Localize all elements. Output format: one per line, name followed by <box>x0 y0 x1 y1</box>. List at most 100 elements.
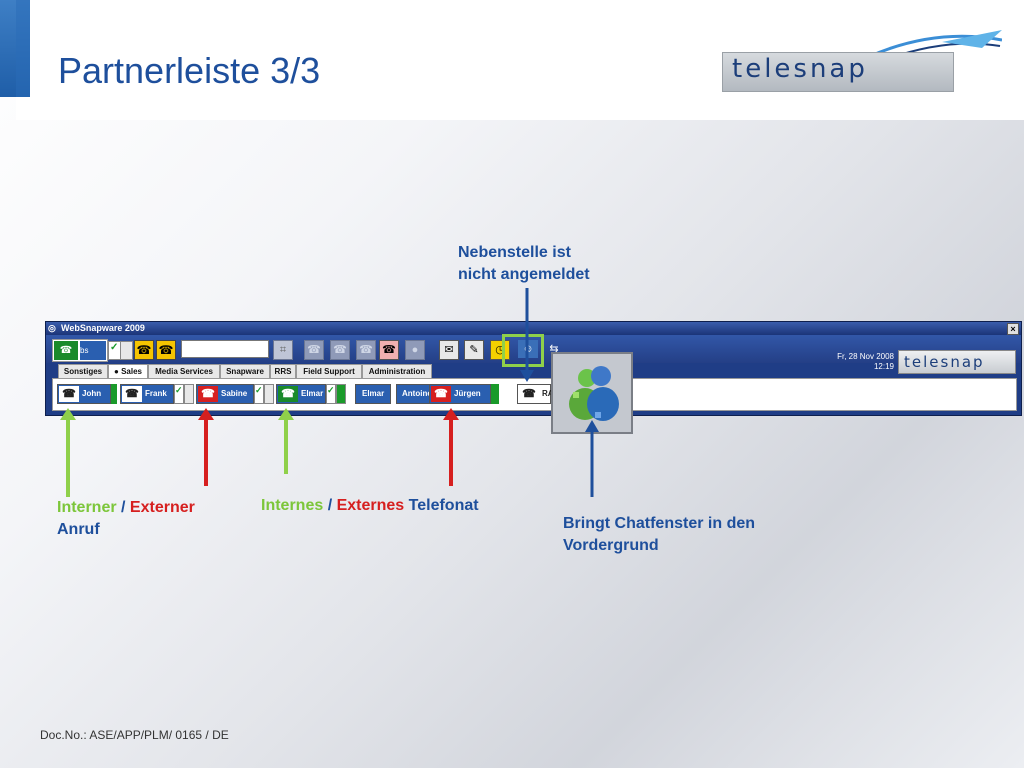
check-icon: ✓ <box>175 385 183 395</box>
partner-button-sabine[interactable]: ☎ Sabine <box>196 384 254 404</box>
status-check: ✓ <box>174 384 184 404</box>
partner-name: Elmar <box>362 389 385 398</box>
footer-docno: Doc.No.: ASE/APP/PLM/ 0165 / DE <box>40 728 229 742</box>
date-label: Fr, 28 Nov 2008 <box>837 352 894 361</box>
arrow-external-call <box>198 408 214 486</box>
extension-label: bs <box>80 341 106 360</box>
date-time: Fr, 28 Nov 2008 12:19 <box>824 352 894 372</box>
logo-text: telesnap <box>732 54 868 84</box>
annotation-line: nicht angemeldet <box>458 266 590 283</box>
telesnap-logo: telesnap <box>722 30 1004 96</box>
tab-media-services[interactable]: Media Services <box>148 364 220 378</box>
chat-icon-enlarged[interactable] <box>551 352 633 434</box>
network-icon[interactable]: ⇆ <box>549 343 559 355</box>
partner-name: Antoine <box>402 389 432 398</box>
clock-icon[interactable]: ◷ <box>490 340 510 360</box>
label-phone: Telefonat <box>404 497 479 514</box>
time-label: 12:19 <box>873 362 894 371</box>
dial-input[interactable] <box>181 340 269 358</box>
toolbar: ☎ bs ✓ ☎ ☎ ⌗ ☎ ☎ ☎ ☎ ● ✉ ✎ ◷ ☺ ⇆ Fr, 28 … <box>46 335 1021 374</box>
annotation-chat: Bringt Chatfenster in den Vordergrund <box>563 513 755 557</box>
external-call-icon: ☎ <box>431 386 451 402</box>
arrow-internal-call <box>60 408 76 497</box>
partner-button-frank[interactable]: ☎ Frank <box>120 384 174 404</box>
annotation-phone-type: Internes / Externes Telefonat <box>261 495 479 517</box>
partner-panel: ☎ John ☎ Frank ✓ ☎ Sabine ✓ ☎ Elmar ✓ El… <box>52 378 1017 411</box>
label-external: Externes <box>336 497 405 514</box>
arrow-internal-phone <box>278 408 294 474</box>
window-logo-text: telesnap <box>904 353 985 371</box>
status-strip <box>491 384 499 404</box>
forward-call-button[interactable]: ☎ <box>156 340 176 360</box>
notes-icon[interactable]: ✎ <box>464 340 484 360</box>
dialpad-icon[interactable]: ⌗ <box>273 340 293 360</box>
partner-name: Sabine <box>221 389 248 398</box>
status-check: ✓ <box>326 384 336 404</box>
phonebook-icon[interactable]: ✉ <box>439 340 459 360</box>
status-box <box>336 384 346 404</box>
phone-icon: ☎ <box>522 388 536 400</box>
label-internal: Interner <box>57 499 117 516</box>
check-icon: ✓ <box>110 342 119 353</box>
own-extension-button[interactable]: ☎ bs <box>52 339 108 362</box>
annotation-line: Bringt Chatfenster in den <box>563 515 756 532</box>
check-icon: ✓ <box>255 385 263 395</box>
separator: / <box>116 499 130 516</box>
partner-name: Elmar <box>301 389 324 398</box>
external-call-icon: ☎ <box>198 386 218 402</box>
separator: / <box>323 497 337 514</box>
arrow-external-phone <box>443 408 459 486</box>
status-box <box>264 384 274 404</box>
label-call: Anruf <box>57 521 100 538</box>
window-title: WebSnapware 2009 <box>61 323 145 333</box>
window-logo: telesnap <box>898 350 1016 374</box>
partner-button-john[interactable]: ☎ John <box>57 384 111 404</box>
arrow-chat-front <box>585 420 599 497</box>
conference-icon[interactable]: ☎ <box>330 340 350 360</box>
highlight-box <box>502 334 544 367</box>
tab-row: Sonstiges ● Sales Media Services Snapwar… <box>50 364 1017 378</box>
tab-sonstiges[interactable]: Sonstiges <box>58 364 108 378</box>
partner-name: John <box>82 389 102 398</box>
pickup-icon[interactable]: ☎ <box>356 340 376 360</box>
status-box <box>184 384 194 404</box>
phone-icon: ☎ <box>54 341 78 360</box>
messenger-icon <box>569 366 619 421</box>
partner-button-ra[interactable]: ☎ RA <box>517 384 554 404</box>
annotation-line: Vordergrund <box>563 537 659 554</box>
outgoing-call-icon: ☎ <box>59 386 79 402</box>
internal-call-icon: ☎ <box>278 386 298 402</box>
outgoing-call-icon: ☎ <box>122 386 142 402</box>
partner-name: Frank <box>145 389 167 398</box>
tab-rrs[interactable]: RRS <box>270 364 296 378</box>
partner-button-juergen[interactable]: ☎ Jürgen <box>429 384 491 404</box>
annotation-line: Nebenstelle ist <box>458 244 571 261</box>
partner-name: Jürgen <box>454 389 481 398</box>
arrow-not-logged-in <box>520 288 534 382</box>
redial-icon[interactable]: ☎ <box>379 340 399 360</box>
window-titlebar[interactable]: ◎ WebSnapware 2009 × <box>46 322 1021 335</box>
annotation-not-logged-in: Nebenstelle ist nicht angemeldet <box>458 242 590 286</box>
label-external: Externer <box>129 499 195 516</box>
tab-sales[interactable]: ● Sales <box>108 364 148 378</box>
partner-button-elmar[interactable]: ☎ Elmar <box>276 384 326 404</box>
transfer-call-button[interactable]: ☎ <box>134 340 154 360</box>
annotation-call-type: Interner / Externer Anruf <box>57 497 195 541</box>
status-strip <box>111 384 117 404</box>
check-icon: ✓ <box>327 385 335 395</box>
label-internal: Internes <box>261 497 324 514</box>
partner-button-elmar-2[interactable]: Elmar <box>355 384 391 404</box>
tab-snapware[interactable]: Snapware <box>220 364 270 378</box>
close-button[interactable]: × <box>1007 323 1019 335</box>
record-icon[interactable]: ● <box>405 340 425 360</box>
logo-box <box>722 52 954 92</box>
websnapware-window: ◎ WebSnapware 2009 × ☎ bs ✓ ☎ ☎ ⌗ ☎ ☎ ☎ … <box>45 321 1022 416</box>
partner-name: RA <box>542 389 554 398</box>
tab-administration[interactable]: Administration <box>362 364 432 378</box>
hold-icon[interactable]: ☎ <box>304 340 324 360</box>
accent-bar <box>0 0 30 97</box>
tab-field-support[interactable]: Field Support <box>296 364 362 378</box>
status-box <box>120 341 133 360</box>
status-check: ✓ <box>254 384 264 404</box>
